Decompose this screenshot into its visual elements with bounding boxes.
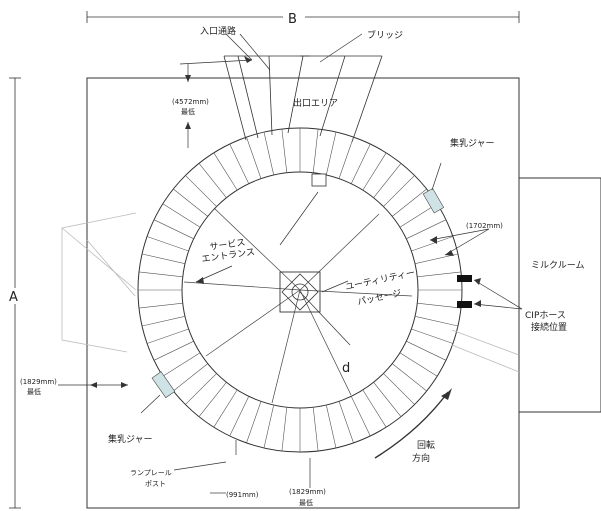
ghost-stall-left xyxy=(61,212,137,353)
stall-divider xyxy=(417,271,462,278)
rotation-direction-label-1: 回転 xyxy=(417,440,435,451)
stall-divider xyxy=(142,316,186,327)
radius-d-label: d xyxy=(342,361,350,376)
stall-divider xyxy=(312,407,319,452)
stall-divider xyxy=(246,137,262,179)
stall-divider xyxy=(406,219,447,240)
stall-divider xyxy=(399,352,438,377)
milk-room-label: ミルクルーム xyxy=(531,260,584,271)
rotation-arrow-head xyxy=(441,388,452,400)
entrance-lane xyxy=(223,55,310,141)
stall-divider xyxy=(417,302,462,309)
service-box xyxy=(311,173,327,187)
center-post xyxy=(291,283,309,301)
stall-divider xyxy=(411,236,453,252)
stall-divider xyxy=(350,143,371,184)
cip-connector-2 xyxy=(457,301,472,308)
stall-divider xyxy=(138,302,183,309)
inner-spokes xyxy=(183,207,413,404)
stall-divider xyxy=(229,143,250,184)
collecting-jar-bottom-label: 集乳ジャー xyxy=(108,433,153,445)
stall-divider xyxy=(213,152,238,191)
stall-divider xyxy=(281,407,288,452)
width-1829-left-label: (1829mm) xyxy=(20,378,57,386)
stall-divider xyxy=(362,152,387,191)
stall-divider xyxy=(362,389,387,428)
stall-divider xyxy=(263,404,274,448)
stall-divider xyxy=(312,128,319,173)
stall-divider xyxy=(147,328,189,344)
bridge-label: ブリッジ xyxy=(367,29,403,41)
cip-connector-1 xyxy=(457,275,472,282)
stall-divider xyxy=(246,401,262,443)
stall-divider xyxy=(162,203,201,228)
stall-divider xyxy=(229,396,250,437)
radius-d-line xyxy=(299,291,351,346)
stall-divider xyxy=(414,316,458,327)
width-1829-bottom-note: 最低 xyxy=(299,498,313,507)
collecting-jar-top-label: 集乳ジャー xyxy=(450,137,495,149)
stall-divider xyxy=(142,253,186,264)
entrance-path-label: 入口通路 xyxy=(200,25,236,37)
bridge xyxy=(300,55,383,143)
stall-divider xyxy=(138,271,183,278)
collecting-jar-top xyxy=(422,188,445,214)
stall-divider xyxy=(411,328,453,344)
width-1829-bottom-label: (1829mm) xyxy=(289,488,326,496)
width-991-label: (991mm) xyxy=(226,491,259,499)
stall-divider xyxy=(338,401,354,443)
stall-divider xyxy=(338,137,354,179)
rotation-direction-label-2: 方向 xyxy=(412,452,430,464)
stall-divider xyxy=(392,188,427,217)
rotation-arrow xyxy=(374,391,449,459)
stall-divider xyxy=(162,352,201,377)
stall-divider xyxy=(281,128,288,173)
center-hub-diamond xyxy=(281,273,319,311)
stall-dividers xyxy=(138,128,462,452)
stall-divider xyxy=(198,382,227,417)
collecting-jar-bottom xyxy=(151,371,176,399)
stall-divider xyxy=(373,163,402,198)
width-4572-note: 最低 xyxy=(181,107,195,116)
dimension-b-label: B xyxy=(288,12,297,27)
stall-divider xyxy=(406,340,447,361)
cip-hose-label-2: 接続位置 xyxy=(531,321,567,333)
utility-passage-label-1: ユーティリティー xyxy=(344,267,416,293)
cip-hose-label-1: CIPホース xyxy=(525,310,566,321)
stall-divider xyxy=(326,132,337,176)
milk-room-box xyxy=(518,177,601,413)
stall-divider xyxy=(263,132,274,176)
center-hub xyxy=(279,271,321,313)
stall-divider xyxy=(185,175,217,207)
service-entrance-label-1: サービス xyxy=(209,237,246,253)
stall-divider xyxy=(392,363,427,392)
stall-divider xyxy=(173,363,208,392)
width-4572-label: (4572mm) xyxy=(172,98,209,106)
stall-divider xyxy=(147,236,189,252)
stall-divider xyxy=(153,219,194,240)
stall-divider xyxy=(185,373,217,405)
stall-divider xyxy=(326,404,337,448)
arrow-heads xyxy=(90,56,481,388)
width-1829-left-note: 最低 xyxy=(27,387,41,396)
stall-divider xyxy=(198,163,227,198)
leader-lines xyxy=(58,33,523,494)
dimension-a-label: A xyxy=(9,290,18,305)
rump-rail-label-2: ポスト xyxy=(145,480,166,488)
utility-passage-label-2: パッセージ xyxy=(356,288,402,308)
stall-divider xyxy=(213,389,238,428)
ghost-stall-right xyxy=(451,329,520,373)
width-1702-label: (1702mm) xyxy=(466,222,503,230)
stall-divider xyxy=(383,373,415,405)
stall-divider xyxy=(153,340,194,361)
stall-divider xyxy=(350,396,371,437)
stall-divider xyxy=(173,188,208,217)
stall-divider xyxy=(383,175,415,207)
exit-area-label: 出口エリア xyxy=(293,97,338,109)
stall-divider xyxy=(373,382,402,417)
rump-rail-label-1: ランプレール xyxy=(130,469,172,477)
